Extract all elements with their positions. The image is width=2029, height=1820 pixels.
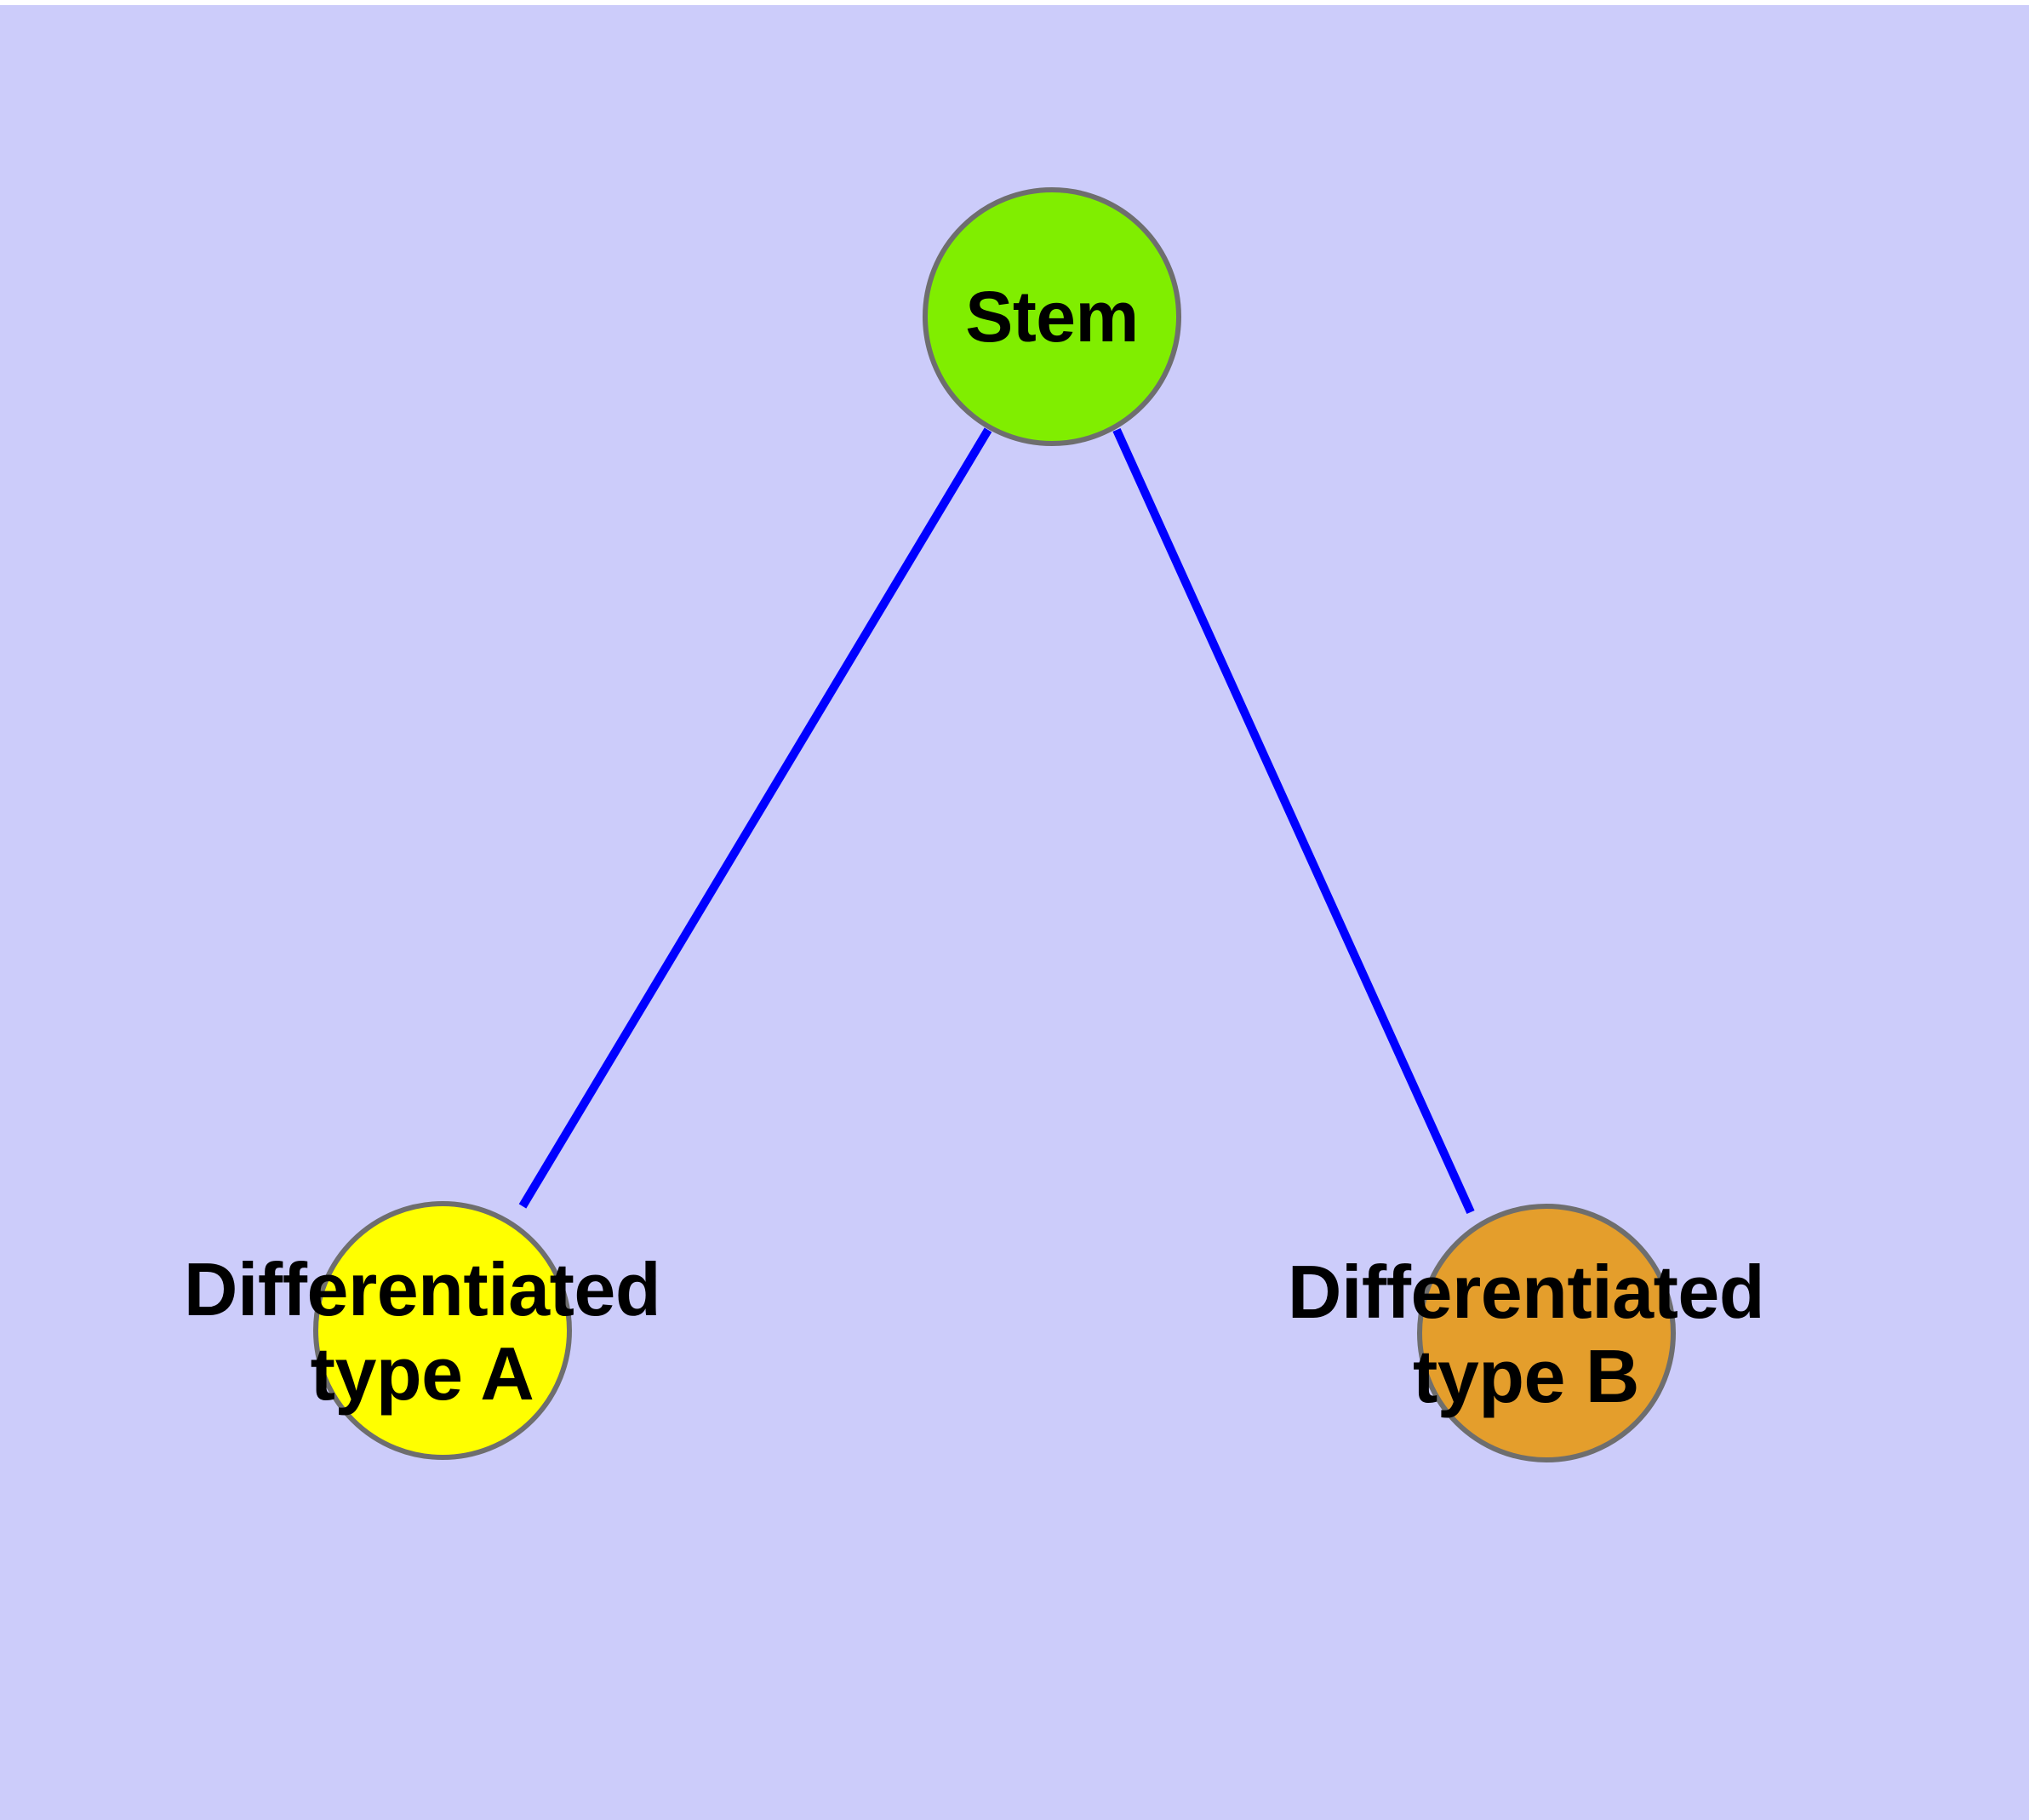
node-differentiated-type-b[interactable] [1417,1204,1676,1462]
edge-stem-to-differentiated-type-a [518,427,992,1209]
node-differentiated-type-a[interactable] [313,1201,572,1460]
node-stem[interactable] [923,187,1181,446]
edge-stem-to-differentiated-type-b [1112,427,1475,1215]
